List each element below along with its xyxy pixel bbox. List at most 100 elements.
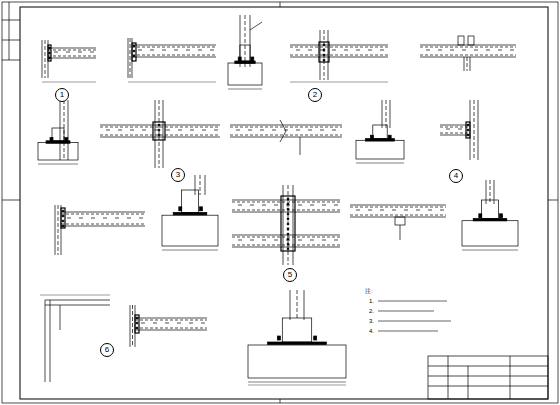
bolt <box>287 198 289 200</box>
bolt <box>467 124 469 126</box>
callout-number: 5 <box>288 271 292 279</box>
callout-number: 1 <box>60 91 64 99</box>
bolt <box>287 248 289 250</box>
bolt <box>467 134 469 136</box>
bolt <box>136 327 138 329</box>
bolt <box>62 220 64 222</box>
column <box>290 290 304 320</box>
bolt <box>323 54 325 56</box>
bolt <box>287 223 289 225</box>
bolt <box>136 322 138 324</box>
beam <box>350 205 446 217</box>
column <box>486 180 494 204</box>
column <box>195 175 205 195</box>
bolt <box>323 49 325 51</box>
bolt <box>158 134 160 136</box>
note-number: 3. <box>368 318 375 324</box>
bolt <box>287 243 289 245</box>
beam <box>132 45 216 57</box>
beam <box>232 200 340 212</box>
dimension-line <box>248 385 346 386</box>
end-plate <box>319 42 329 62</box>
end-plate <box>61 208 65 228</box>
beam <box>48 48 96 58</box>
callout-circle: 6 <box>100 343 114 357</box>
column-base <box>162 190 218 250</box>
column-base <box>356 125 404 163</box>
bolt <box>323 59 325 61</box>
callout-number: 3 <box>176 171 180 179</box>
frame-detail <box>45 300 110 382</box>
column <box>283 185 293 265</box>
column <box>155 100 163 168</box>
leader-line <box>250 22 262 30</box>
note-line <box>378 321 451 322</box>
column <box>42 40 48 78</box>
bolt <box>287 203 289 205</box>
column-base <box>462 200 518 250</box>
beam <box>135 318 207 330</box>
column <box>130 305 135 347</box>
notes-heading: 注: <box>364 288 374 294</box>
callout-number: 4 <box>454 172 458 180</box>
bolt <box>467 129 469 131</box>
bolt <box>158 124 160 126</box>
note-line <box>378 331 438 332</box>
note-line <box>378 311 434 312</box>
column <box>470 100 478 160</box>
leader-line <box>400 225 401 240</box>
detail-sketches <box>38 15 518 385</box>
column <box>128 38 132 78</box>
end-plate <box>466 122 470 138</box>
bolt <box>287 228 289 230</box>
beam <box>61 212 145 226</box>
end-plate <box>132 43 136 61</box>
bolt <box>62 215 64 217</box>
dimension-line <box>128 82 216 83</box>
end-plate <box>281 196 295 251</box>
end-plate <box>48 45 51 61</box>
beam <box>100 125 220 137</box>
column-base <box>38 128 78 164</box>
callout-circle: 3 <box>171 168 185 182</box>
bolt <box>49 47 51 49</box>
column <box>464 57 470 71</box>
bolt <box>287 208 289 210</box>
column <box>55 205 61 255</box>
column-base <box>248 318 346 382</box>
callout-circle: 1 <box>55 88 69 102</box>
column <box>320 30 328 80</box>
callout-number: 6 <box>105 346 109 354</box>
bolt <box>49 52 51 54</box>
bolt <box>158 129 160 131</box>
leader-line <box>300 137 301 155</box>
bolt <box>136 317 138 319</box>
column <box>382 100 390 128</box>
beam <box>420 45 516 57</box>
bolt <box>49 57 51 59</box>
beam <box>290 45 388 57</box>
bolt <box>62 225 64 227</box>
bolt <box>287 233 289 235</box>
dimension-line <box>40 295 110 296</box>
bolt <box>133 45 135 47</box>
stiffener <box>468 36 474 45</box>
splice-break <box>280 120 286 142</box>
bolt <box>133 55 135 57</box>
bolt <box>287 238 289 240</box>
dimension-line <box>42 82 96 83</box>
note-number: 4. <box>368 328 375 334</box>
bolt <box>133 50 135 52</box>
bolt <box>323 44 325 46</box>
bolt <box>62 210 64 212</box>
beam <box>232 235 340 247</box>
callout-circle: 4 <box>449 169 463 183</box>
stiffener <box>458 36 464 45</box>
end-plate <box>135 315 139 333</box>
note-number: 1. <box>368 298 375 304</box>
bolt <box>287 218 289 220</box>
callout-number: 2 <box>313 91 317 99</box>
column-base <box>228 45 262 89</box>
